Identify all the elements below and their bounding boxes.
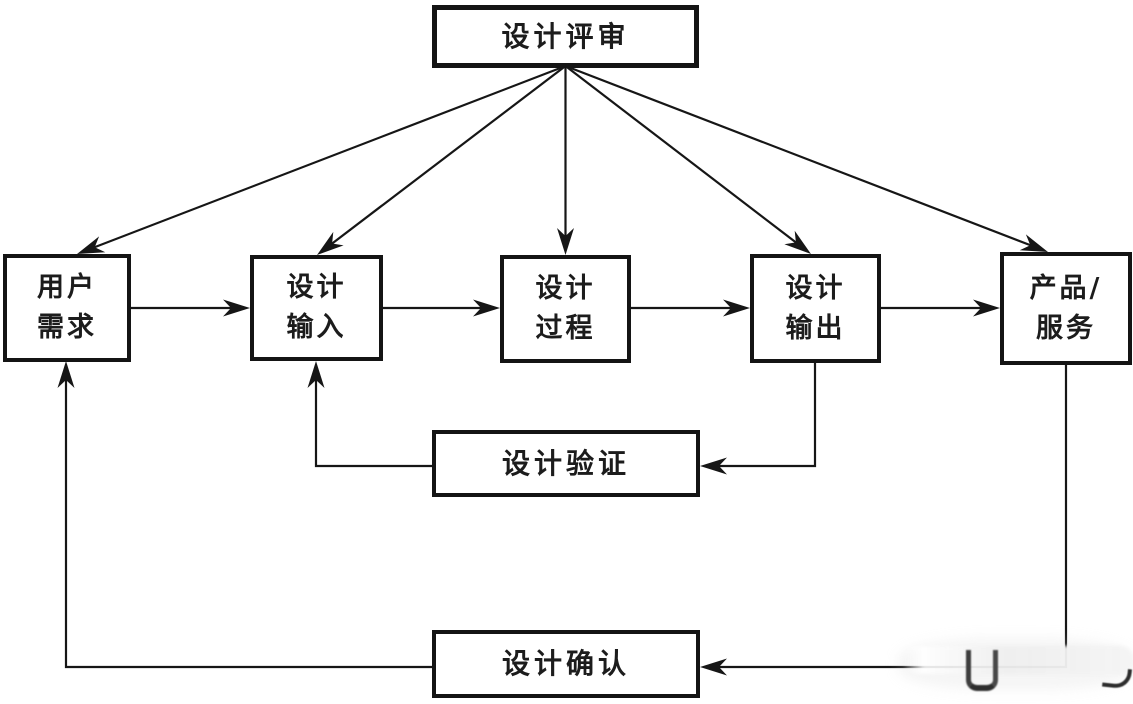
node-label-line1: 产品/ — [1029, 272, 1103, 304]
node-design-review: 设计评审 — [432, 5, 699, 68]
node-label-line1: 设计 — [286, 272, 347, 303]
node-design-verification: 设计验证 — [432, 430, 700, 497]
node-label-line1: 设计 — [535, 273, 596, 304]
node-label: 设计确认 — [501, 647, 630, 680]
node-design-output: 设计 输出 — [750, 254, 881, 363]
node-design-process: 设计 过程 — [500, 255, 631, 363]
node-label-line2: 服务 — [1036, 312, 1096, 344]
node-label-line1: 用户 — [37, 272, 97, 303]
node-design-validation: 设计确认 — [432, 630, 700, 698]
node-label: 设计评审 — [501, 19, 630, 53]
node-user-requirements: 用户 需求 — [3, 254, 131, 362]
node-product-service: 产品/ 服务 — [1000, 252, 1132, 365]
node-label-line2: 过程 — [535, 313, 596, 344]
node-design-input: 设计 输入 — [250, 255, 383, 361]
node-label-line2: 输入 — [286, 312, 347, 343]
node-label-line2: 输出 — [785, 312, 846, 344]
node-label-line1: 设计 — [785, 272, 846, 304]
node-label-line2: 需求 — [37, 312, 97, 343]
node-label: 设计验证 — [501, 446, 630, 480]
